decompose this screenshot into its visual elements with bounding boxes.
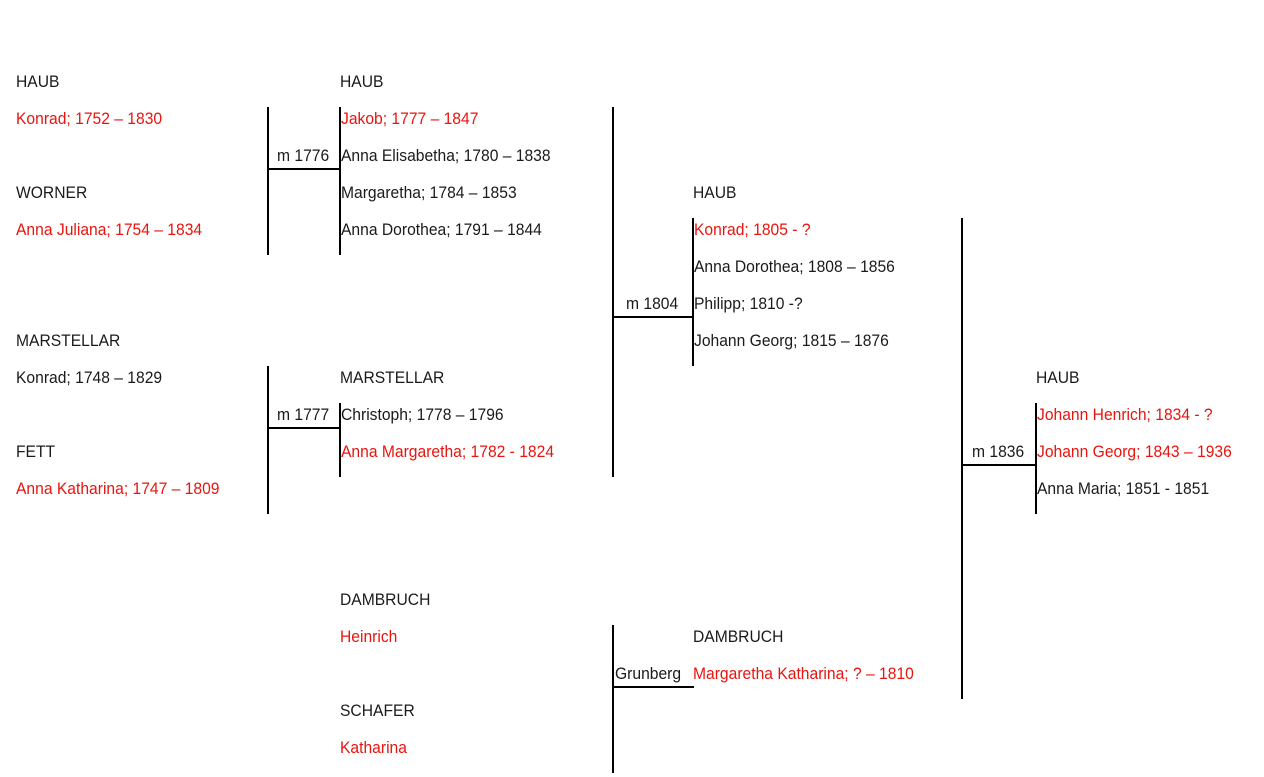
surname-haub-gen1: HAUB <box>16 72 60 91</box>
connector-vertical-grunberg <box>612 625 614 773</box>
person-johann-henrich: Johann Henrich; 1834 - ? <box>1037 405 1213 424</box>
marriage-label-grunberg: Grunberg <box>615 664 682 683</box>
person-anna-juliana: Anna Juliana; 1754 – 1834 <box>16 220 203 239</box>
surname-dambruch-gen2: DAMBRUCH <box>340 590 431 609</box>
children-bracket-haub-gen2 <box>339 107 341 255</box>
person-anna-maria: Anna Maria; 1851 - 1851 <box>1037 479 1210 498</box>
person-anna-elisabetha: Anna Elisabetha; 1780 – 1838 <box>341 146 551 165</box>
person-anna-margaretha: Anna Margaretha; 1782 - 1824 <box>341 442 555 461</box>
surname-haub-gen4: HAUB <box>1036 368 1080 387</box>
person-margaretha: Margaretha; 1784 – 1853 <box>341 183 517 202</box>
marriage-label-m1777: m 1777 <box>277 405 330 424</box>
surname-marstellar-gen2: MARSTELLAR <box>340 368 445 387</box>
person-anna-dorothea-1791: Anna Dorothea; 1791 – 1844 <box>341 220 542 239</box>
children-bracket-marstellar-gen2 <box>339 403 341 477</box>
connector-vertical-m1836 <box>961 218 963 699</box>
person-johann-georg-1815: Johann Georg; 1815 – 1876 <box>694 331 889 350</box>
person-johann-georg-1843: Johann Georg; 1843 – 1936 <box>1037 442 1232 461</box>
children-bracket-haub-gen4 <box>1035 403 1037 514</box>
surname-haub-gen3: HAUB <box>693 183 737 202</box>
person-heinrich: Heinrich <box>340 627 398 646</box>
children-bracket-haub-gen3 <box>692 218 694 366</box>
person-anna-katharina: Anna Katharina; 1747 – 1809 <box>16 479 220 498</box>
marriage-label-m1804: m 1804 <box>626 294 679 313</box>
person-katharina: Katharina <box>340 738 407 757</box>
connector-vertical-m1777 <box>267 366 269 514</box>
person-konrad-marstellar: Konrad; 1748 – 1829 <box>16 368 163 387</box>
person-jakob: Jakob; 1777 – 1847 <box>341 109 479 128</box>
surname-haub-gen2: HAUB <box>340 72 384 91</box>
surname-dambruch-gen3: DAMBRUCH <box>693 627 784 646</box>
connector-vertical-m1776 <box>267 107 269 255</box>
surname-worner: WORNER <box>16 183 88 202</box>
connector-horizontal-m1804 <box>613 316 694 318</box>
surname-fett: FETT <box>16 442 56 461</box>
person-margaretha-katharina: Margaretha Katharina; ? – 1810 <box>693 664 914 683</box>
person-konrad-1805: Konrad; 1805 - ? <box>694 220 811 239</box>
connector-horizontal-grunberg <box>613 686 694 688</box>
surname-marstellar-gen1: MARSTELLAR <box>16 331 121 350</box>
connector-horizontal-m1777 <box>268 427 341 429</box>
marriage-label-m1836: m 1836 <box>972 442 1025 461</box>
connector-vertical-m1804 <box>612 107 614 477</box>
person-konrad-haub: Konrad; 1752 – 1830 <box>16 109 163 128</box>
person-philipp: Philipp; 1810 -? <box>694 294 803 313</box>
marriage-label-m1776: m 1776 <box>277 146 330 165</box>
person-anna-dorothea-1808: Anna Dorothea; 1808 – 1856 <box>694 257 895 276</box>
person-christoph: Christoph; 1778 – 1796 <box>341 405 504 424</box>
connector-horizontal-m1836 <box>962 464 1036 466</box>
connector-horizontal-m1776 <box>268 168 341 170</box>
surname-schafer: SCHAFER <box>340 701 415 720</box>
